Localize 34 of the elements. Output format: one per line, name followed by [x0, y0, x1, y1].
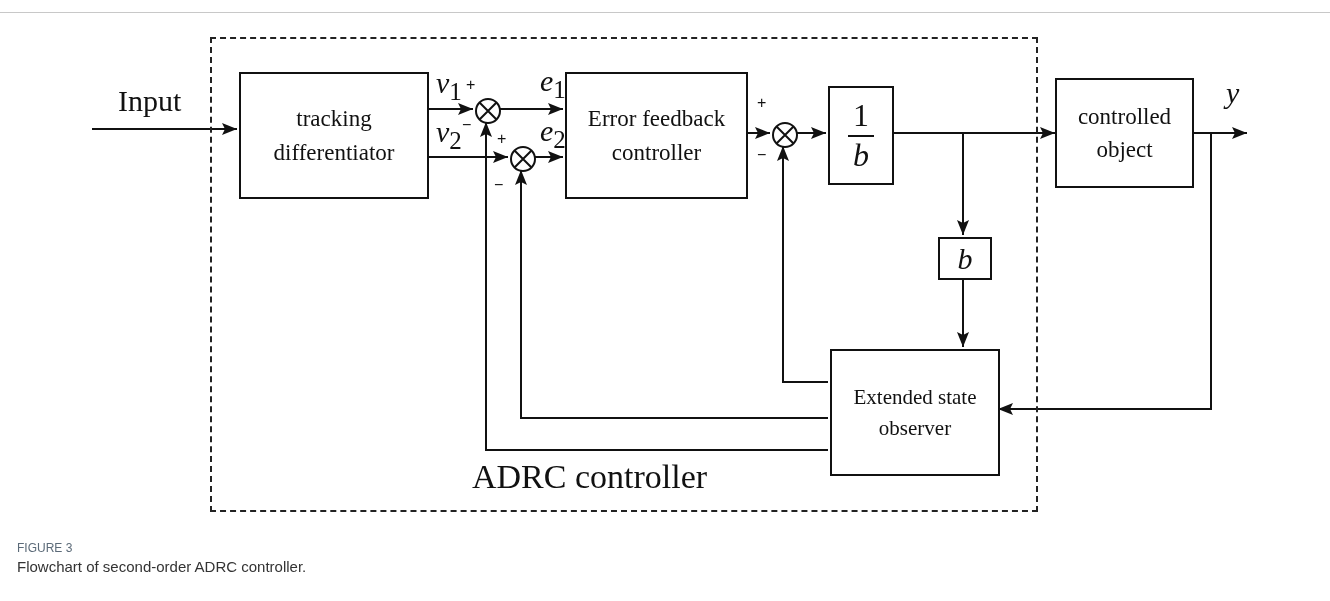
arrow: [91, 123, 238, 135]
process-box: Error feedback controller: [565, 72, 748, 199]
arrow: [745, 127, 771, 139]
process-box: controlled object: [1055, 78, 1194, 188]
summing-junction: [475, 98, 501, 124]
edge-label: v$_{1}$: [436, 66, 462, 107]
arrow: [426, 151, 509, 163]
edge-label: v$_{2}$: [436, 115, 462, 156]
edge-label: e$_{2}$: [540, 114, 566, 155]
arrow: [777, 145, 829, 383]
summing-junction: [510, 146, 536, 172]
process-box: tracking differentiator: [239, 72, 429, 199]
group-title: ADRC controller: [472, 458, 708, 496]
arrow: [515, 169, 829, 419]
process-box: Extended state observer: [830, 349, 1000, 476]
arrow: [426, 103, 474, 115]
arrow: [997, 132, 1212, 415]
arrow: [957, 277, 969, 348]
sign-label: −: [757, 146, 767, 164]
arrow: [480, 121, 829, 451]
figure-number: FIGURE 3: [17, 541, 73, 555]
caption: Flowchart of second-order ADRC controller.: [17, 558, 307, 575]
edge-label: Input: [118, 84, 182, 118]
sign-label: −: [494, 176, 504, 194]
sign-label: +: [497, 130, 507, 148]
gain-box: b: [938, 237, 992, 280]
summing-junction: [772, 122, 798, 148]
sign-label: −: [462, 116, 472, 134]
arrow: [891, 132, 969, 236]
gain-box: 1 b: [828, 86, 894, 185]
sign-label: +: [466, 76, 476, 94]
sign-label: +: [757, 94, 767, 112]
edge-label: e$_{1}$: [540, 64, 566, 105]
dashed-boundary: [210, 37, 1038, 512]
